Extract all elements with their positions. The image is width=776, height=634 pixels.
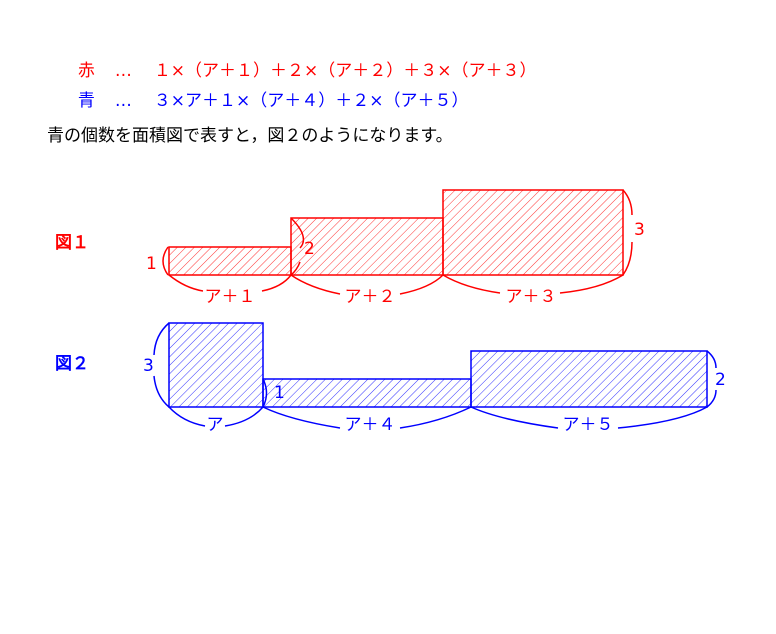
blue-expression: ３×ア＋１×（ア＋４）＋２×（ア＋５） — [153, 91, 469, 111]
figure1-width-brace-2 — [290, 274, 444, 295]
figure2-title: 図２ — [55, 354, 89, 374]
figure1-rect-3 — [442, 189, 624, 276]
figure1-height-brace-1 — [162, 246, 169, 276]
figure1-width-label-3: ア＋３ — [506, 287, 557, 307]
figure2-height-brace-3 — [706, 350, 717, 408]
figure1-width-brace-3 — [442, 274, 624, 294]
figure1-height-brace-2 — [290, 217, 305, 276]
figure2-width-brace-1 — [168, 406, 264, 427]
figure2-width-brace-3 — [470, 406, 708, 429]
figure1-height-brace-3 — [622, 189, 633, 276]
figure1-diagram: 1 2 3 ア＋１ ア＋２ ア＋３ — [146, 189, 645, 307]
figure1-title: 図１ — [55, 233, 89, 253]
figure2-width-label-2: ア＋４ — [345, 415, 396, 435]
figure1-width-label-2: ア＋２ — [345, 287, 396, 307]
figure2-height-brace-1 — [153, 322, 170, 408]
figure2-diagram: 3 1 2 ア ア＋４ ア＋５ — [143, 322, 726, 435]
figure1-width-label-1: ア＋１ — [205, 287, 256, 307]
figure2-width-label-1: ア — [207, 415, 224, 435]
explanation-text: 青の個数を面積図で表すと，図２のようになります。 — [47, 126, 453, 146]
figure2-height-label-2: 1 — [274, 383, 285, 403]
red-label: 赤 — [77, 61, 95, 81]
red-expression: １×（ア＋１）＋２×（ア＋２）＋３×（ア＋３） — [153, 61, 537, 81]
figure1-height-label-3: 3 — [634, 220, 645, 240]
figure1-height-label-2: 2 — [304, 239, 315, 259]
figure1-width-brace-1 — [168, 274, 292, 292]
blue-dots: … — [114, 91, 132, 111]
figure2-height-label-1: 3 — [143, 356, 154, 376]
figure2-rect-1 — [168, 322, 264, 408]
red-equation: 赤 … １×（ア＋１）＋２×（ア＋２）＋３×（ア＋３） — [67, 36, 537, 81]
blue-equation: 青 … ３×ア＋１×（ア＋４）＋２×（ア＋５） — [67, 66, 469, 111]
figure1-rect-2 — [290, 217, 444, 276]
figure2-rect-3 — [470, 350, 708, 408]
figure2-width-label-3: ア＋５ — [563, 415, 614, 435]
figure1-rect-1 — [168, 246, 292, 276]
figure2-height-brace-2 — [262, 378, 268, 408]
blue-label: 青 — [77, 91, 95, 111]
figure2-rect-2 — [262, 378, 472, 408]
figure2-width-brace-2 — [262, 406, 472, 429]
figure2-height-label-3: 2 — [715, 370, 726, 390]
figure1-height-label-1: 1 — [146, 254, 157, 274]
red-dots: … — [114, 61, 132, 81]
